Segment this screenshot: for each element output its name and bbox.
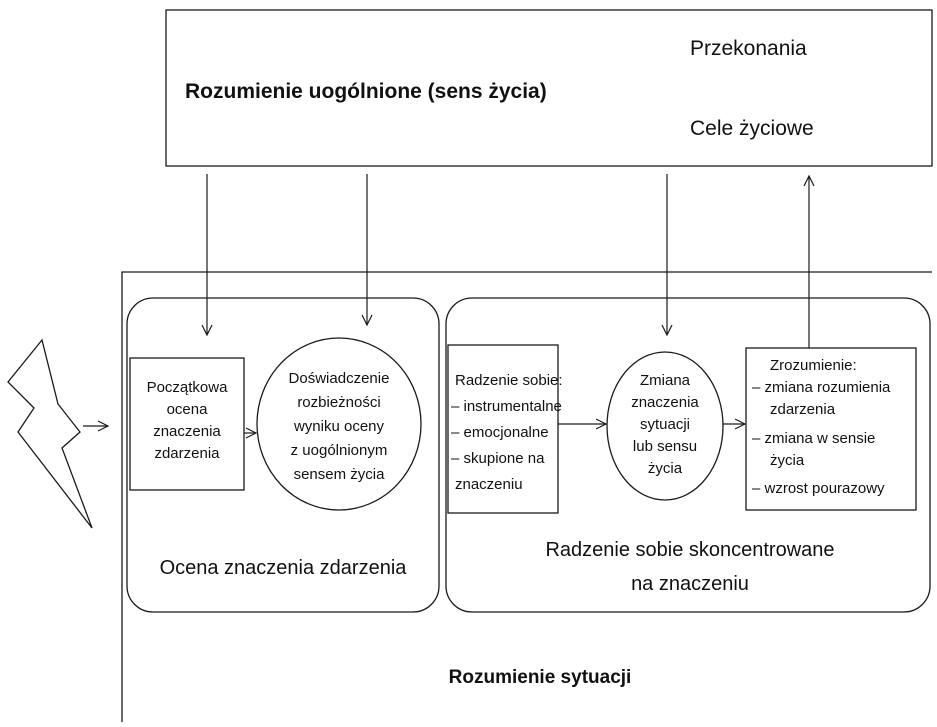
understanding-line: Zrozumienie: — [770, 357, 857, 374]
coping-group-label-line1: Radzenie sobie skoncentrowane — [545, 539, 834, 561]
beliefs-label: Przekonania — [690, 37, 807, 60]
discrepancy-line: z uogólnionym — [291, 442, 388, 459]
initial-appraisal-line: ocena — [167, 401, 209, 418]
understanding-line: – wzrost pourazowy — [752, 480, 885, 497]
situation-title: Rozumienie sytuacji — [449, 667, 632, 688]
discrepancy-circle: Doświadczenie rozbieżności wyniku oceny … — [256, 337, 422, 511]
coping-types-line: – skupione na — [451, 450, 545, 467]
meaning-change-circle: Zmiana znaczenia sytuacji lub sensu życi… — [606, 351, 724, 501]
discrepancy-line: rozbieżności — [297, 394, 380, 411]
arrows — [83, 174, 809, 433]
coping-group: Radzenie sobie skoncentrowane na znaczen… — [445, 297, 931, 613]
initial-appraisal-line: Początkowa — [147, 379, 229, 396]
global-understanding-title: Rozumienie uogólnione (sens życia) — [185, 80, 547, 103]
meaning-change-line: sytuacji — [640, 416, 690, 433]
global-understanding-box: Rozumienie uogólnione (sens życia) Przek… — [165, 9, 933, 167]
coping-types-line: – emocjonalne — [451, 424, 549, 441]
meaning-change-line: lub sensu — [633, 438, 697, 455]
meaning-change-line: życia — [648, 460, 683, 477]
coping-types-line: Radzenie sobie: — [455, 372, 563, 389]
initial-appraisal-line: znaczenia — [153, 423, 221, 440]
discrepancy-line: Doświadczenie — [289, 370, 390, 387]
understanding-line: – zmiana w sensie — [752, 430, 875, 447]
coping-group-label-line2: na znaczeniu — [631, 573, 749, 595]
understanding-line: zdarzenia — [770, 401, 836, 418]
discrepancy-line: wyniku oceny — [293, 418, 385, 435]
initial-appraisal-line: zdarzenia — [154, 445, 220, 462]
understanding-line: życia — [770, 452, 805, 469]
coping-types-line: – instrumentalne — [451, 398, 562, 415]
life-goals-label: Cele życiowe — [690, 117, 814, 140]
coping-types-box: Radzenie sobie: – instrumentalne – emocj… — [447, 344, 563, 514]
appraisal-group: Ocena znaczenia zdarzenia Początkowa oce… — [126, 297, 440, 613]
coping-types-line: znaczeniu — [455, 476, 523, 493]
situation-box: Rozumienie sytuacji — [121, 271, 932, 722]
appraisal-group-label: Ocena znaczenia zdarzenia — [160, 557, 408, 579]
initial-appraisal-box: Początkowa ocena znaczenia zdarzenia — [129, 357, 245, 491]
understanding-line: – zmiana rozumienia — [752, 379, 891, 396]
meaning-change-line: Zmiana — [640, 372, 691, 389]
lightning-bolt-icon — [7, 338, 93, 529]
meaning-change-line: znaczenia — [631, 394, 699, 411]
understanding-box: Zrozumienie: – zmiana rozumienia zdarzen… — [745, 347, 917, 511]
discrepancy-line: sensem życia — [294, 466, 386, 483]
